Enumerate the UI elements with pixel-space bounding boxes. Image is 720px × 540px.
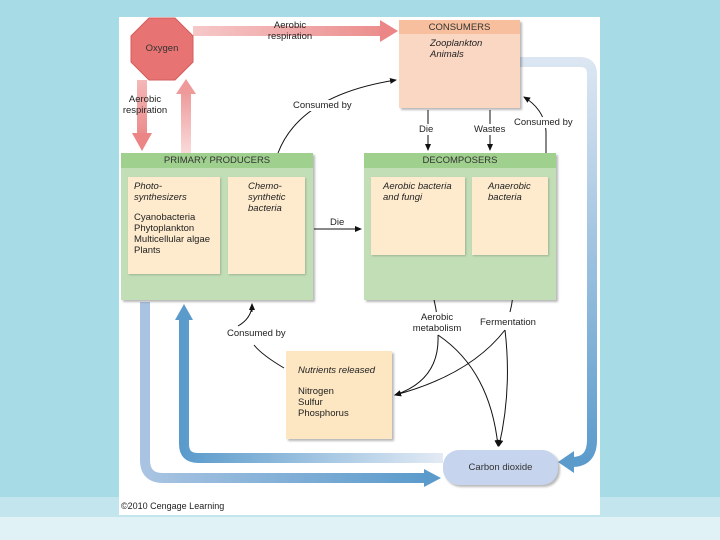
anaerobic-line: bacteria: [488, 192, 522, 203]
label-line: respiration: [267, 31, 313, 42]
arrow-fermentation-to-nutrients: [394, 329, 506, 397]
label-die-consumers: Die: [419, 124, 434, 135]
producer-item: Phytoplankton: [134, 223, 195, 234]
primary-producers-title: PRIMARY PRODUCERS: [121, 153, 313, 168]
photosynthesizers-box: Photo- synthesizers Cyanobacteria Phytop…: [128, 177, 220, 274]
photo-title: Photo-: [134, 181, 162, 192]
label-line: Aerobic: [420, 312, 454, 323]
producer-item: Multicellular algae: [134, 234, 211, 245]
primary-producers-box: PRIMARY PRODUCERS Photo- synthesizers Cy…: [121, 153, 313, 300]
aerobic-line: and fungi: [383, 192, 423, 203]
consumers-title: CONSUMERS: [399, 20, 520, 34]
arrow-oxygen-to-consumers: [193, 20, 398, 42]
arrow-consumers-to-co2: [520, 57, 597, 473]
anaerobic-bacteria-box: Anaerobic bacteria: [472, 177, 548, 255]
anaerobic-line: Anaerobic: [488, 181, 531, 192]
producer-item: Cyanobacteria: [134, 212, 196, 223]
arrow-co2-to-producers: [175, 304, 443, 463]
label-fermentation: Fermentation: [480, 317, 536, 328]
producer-item: Plants: [134, 245, 161, 256]
nutrient-item: Nitrogen: [298, 386, 334, 397]
arrow-oxygen-to-producers: [132, 80, 152, 151]
arrow-consumed-by-producers: [277, 77, 397, 154]
label-aerobic-respiration-left: Aerobic respiration: [119, 94, 171, 116]
nutrients-title: Nutrients released: [298, 365, 376, 376]
decomposers-box: DECOMPOSERS Aerobic bacteria and fungi A…: [364, 153, 556, 300]
background-band-light: [0, 517, 720, 540]
nutrient-item: Phosphorus: [298, 408, 349, 419]
label-consumed-by-nutrients: Consumed by: [227, 328, 286, 339]
label-line: respiration: [122, 105, 168, 116]
arrow-producers-to-co2: [140, 302, 441, 487]
consumer-item: Zooplankton: [430, 38, 483, 49]
label-aerobic-metabolism: Aerobic metabolism: [408, 312, 466, 334]
label-die-producers: Die: [330, 217, 345, 228]
arrow-producers-to-oxygen: [176, 79, 196, 153]
chemosynthetic-box: Chemo- synthetic bacteria: [228, 177, 305, 274]
label-consumed-by-producers: Consumed by: [293, 100, 352, 111]
consumer-item: Animals: [430, 49, 464, 60]
arrow-decomposers-consumed-by: [523, 96, 547, 153]
carbon-dioxide-node: Carbon dioxide: [443, 450, 558, 485]
oxygen-label: Oxygen: [145, 43, 179, 54]
label-line: metabolism: [412, 323, 462, 334]
decomposers-title: DECOMPOSERS: [364, 153, 556, 168]
arrow-aerobic-to-nutrients: [394, 334, 439, 396]
label-line: Aerobic: [128, 94, 162, 105]
chemo-line: bacteria: [248, 203, 282, 214]
label-wastes: Wastes: [474, 124, 506, 135]
chemo-line: synthetic: [248, 192, 286, 203]
chemo-line: Chemo-: [248, 181, 282, 192]
oxygen-octagon: [130, 17, 194, 81]
arrow-fermentation-to-co2: [497, 329, 508, 447]
copyright-notice: ©2010 Cengage Learning: [121, 501, 225, 511]
label-consumed-by-decomposers: Consumed by: [514, 117, 573, 128]
label-line: Aerobic: [273, 20, 307, 31]
nutrient-item: Sulfur: [298, 397, 323, 408]
consumers-box: CONSUMERS Zooplankton Animals: [399, 20, 520, 108]
nutrients-box: Nutrients released Nitrogen Sulfur Phosp…: [286, 351, 392, 439]
aerobic-bacteria-box: Aerobic bacteria and fungi: [371, 177, 465, 255]
photo-title: synthesizers: [134, 192, 187, 203]
label-aerobic-respiration-top: Aerobic respiration: [265, 20, 315, 42]
arrow-aerobic-to-co2: [437, 334, 501, 447]
aerobic-line: Aerobic bacteria: [383, 181, 452, 192]
